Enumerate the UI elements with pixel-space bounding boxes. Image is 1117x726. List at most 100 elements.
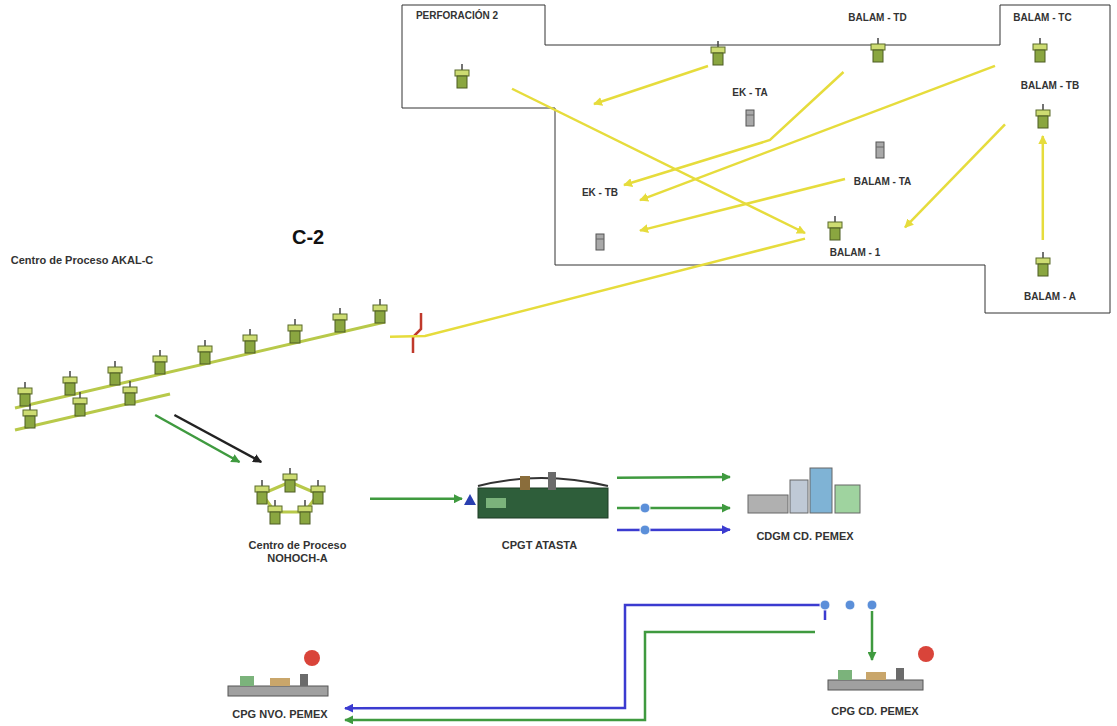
- building: [790, 480, 808, 513]
- platform-node: EK - TA: [715, 85, 785, 133]
- plant-unit: [240, 676, 254, 686]
- marker-circle: [918, 646, 934, 662]
- platform-icon: [255, 480, 269, 504]
- tank-icon: [596, 234, 604, 250]
- flow-connector: [512, 89, 805, 233]
- section-label: C-2: [292, 226, 324, 249]
- platform-icon: [311, 480, 325, 504]
- flow-meter-symbol: [845, 600, 855, 610]
- platform-icon: [1033, 38, 1047, 62]
- platform-icon: [268, 500, 282, 524]
- platform-icon: [1036, 252, 1050, 276]
- platform-node: BALAM - 1: [805, 205, 905, 261]
- plant-tower: [300, 674, 308, 686]
- platform-node: BALAM - A: [1005, 240, 1095, 305]
- plant-tower: [548, 472, 556, 490]
- platform-node: PERFORACIÓN 2: [402, 8, 512, 103]
- facility-node: Centro de Proceso NOHOCH-A: [225, 462, 370, 567]
- node-label: BALAM - TA: [854, 176, 912, 188]
- node-label: BALAM - A: [1024, 291, 1076, 303]
- flow-meter-symbol: [820, 600, 830, 610]
- platform-icon: [298, 500, 312, 524]
- platform-icon: [63, 371, 77, 395]
- facility-node: CDGM CD. PEMEX: [730, 460, 880, 545]
- flow-meter-symbol: [640, 525, 650, 535]
- building: [835, 485, 860, 513]
- marker-circle: [304, 650, 320, 666]
- flow-connector: [174, 415, 261, 462]
- flow-meter-symbol: [867, 600, 877, 610]
- pipeline: [15, 322, 385, 408]
- facility-node: Centro de Proceso AKAL-C: [5, 252, 390, 415]
- platform-icon: [288, 319, 302, 343]
- platform-icon: [73, 392, 87, 416]
- platform-icon: [1036, 104, 1050, 128]
- plant-unit: [838, 670, 852, 680]
- flow-connector: [617, 476, 730, 479]
- flow-meter-symbol: [640, 503, 650, 513]
- platform-icon: [871, 38, 885, 62]
- node-label: CDGM CD. PEMEX: [756, 530, 853, 543]
- platform-icon: [123, 381, 137, 405]
- node-label: BALAM - TB: [1021, 80, 1079, 92]
- facility-node: CPGT ATASTA: [462, 462, 617, 554]
- flow-connector: [370, 498, 462, 501]
- platform-icon: [153, 350, 167, 374]
- tank-icon: [746, 110, 754, 126]
- tank-icon: [876, 142, 884, 158]
- node-label: Centro de Proceso AKAL-C: [7, 254, 157, 267]
- valve-symbol: [413, 313, 421, 353]
- field-boundary: [402, 5, 1110, 313]
- platform-icon: [23, 404, 37, 428]
- platform-icon: [711, 41, 725, 65]
- platform-node: BALAM - TB: [1005, 78, 1095, 136]
- gas-plant: [828, 680, 923, 690]
- platform-icon: [243, 329, 257, 353]
- flow-connector: [345, 605, 825, 708]
- platform-node: BALAM - TD: [835, 10, 920, 72]
- platform-icon: [455, 64, 469, 88]
- node-label: CPG NVO. PEMEX: [232, 708, 327, 721]
- node-label: CPGT ATASTA: [502, 539, 577, 552]
- flow-arrow: [871, 611, 874, 660]
- flow-connector: [617, 507, 730, 510]
- plant-unit: [866, 672, 886, 680]
- flow-connector: [345, 632, 815, 720]
- node-label: BALAM - TC: [1013, 12, 1071, 24]
- platform-node: BALAM - TC: [995, 10, 1090, 72]
- node-label: EK - TA: [732, 87, 767, 99]
- gas-plant: [228, 686, 328, 696]
- plant-unit: [486, 498, 506, 508]
- node-label: BALAM - TD: [848, 12, 906, 24]
- facility-node: CPG NVO. PEMEX: [215, 645, 345, 723]
- node-label: EK - TB: [582, 187, 618, 199]
- platform-icon: [198, 340, 212, 364]
- flow-connector: [390, 239, 805, 337]
- node-label: PERFORACIÓN 2: [416, 10, 498, 22]
- plant-tower: [896, 668, 904, 680]
- platform-node: BALAM - TA: [845, 135, 920, 190]
- platform-icon: [333, 308, 347, 332]
- pipeline: [15, 394, 170, 430]
- building: [748, 495, 788, 513]
- node-label: BALAM - 1: [830, 247, 881, 259]
- platform-icon: [108, 361, 122, 385]
- flow-connector: [624, 72, 844, 185]
- platform-icon: [373, 299, 387, 323]
- plant-roof: [478, 478, 608, 486]
- platform-node: EK - TB: [560, 185, 640, 261]
- building: [810, 468, 832, 513]
- flow-connector: [155, 415, 239, 462]
- plant-unit: [270, 678, 290, 686]
- flow-arrow: [594, 66, 708, 104]
- platform-icon: [828, 216, 842, 240]
- gas-plant: [478, 488, 608, 518]
- compressor-symbol: [464, 494, 476, 505]
- flow-connector: [1042, 136, 1045, 240]
- flow-connector: [617, 528, 730, 531]
- flow-connector: [640, 179, 845, 231]
- flow-connector: [905, 124, 1005, 227]
- flow-connector: [640, 66, 995, 200]
